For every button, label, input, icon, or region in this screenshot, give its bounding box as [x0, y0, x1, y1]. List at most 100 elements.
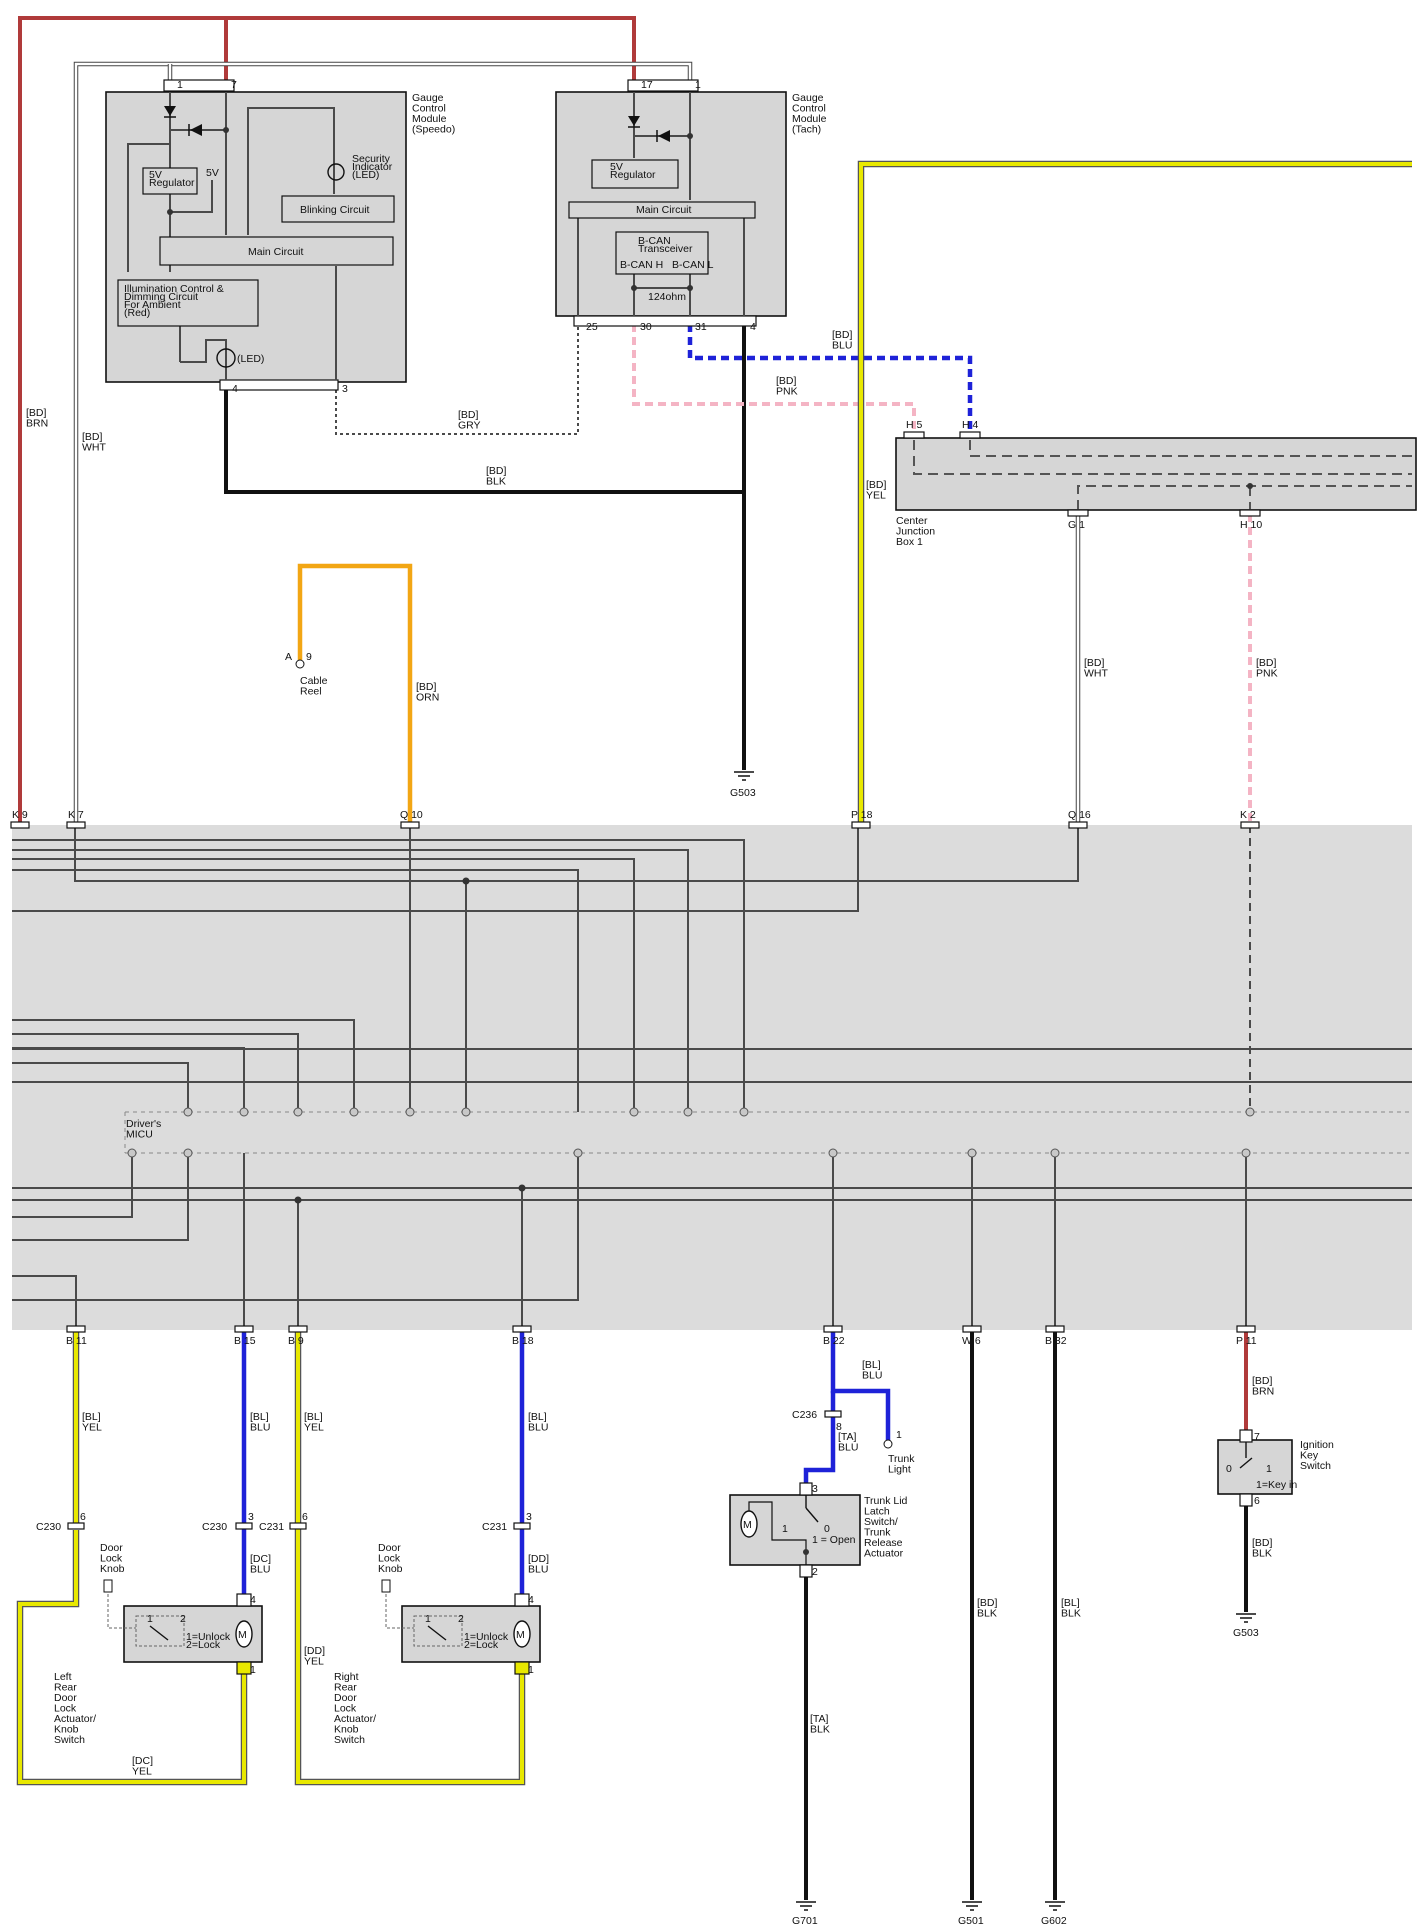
svg-text:[BL]BLU: [BL]BLU [250, 1411, 270, 1434]
svg-text:[BL]BLK: [BL]BLK [1061, 1597, 1081, 1620]
svg-text:Q 16: Q 16 [1068, 809, 1091, 821]
svg-text:6: 6 [302, 1511, 308, 1523]
svg-text:Q 10: Q 10 [400, 809, 423, 821]
svg-text:4: 4 [250, 1594, 256, 1606]
svg-text:1: 1 [177, 79, 183, 91]
svg-text:3: 3 [812, 1483, 818, 1495]
svg-text:K 7: K 7 [68, 809, 84, 821]
svg-text:M: M [516, 1629, 525, 1641]
svg-text:K 2: K 2 [1240, 809, 1256, 821]
svg-text:B 11: B 11 [66, 1335, 87, 1347]
svg-text:5V: 5V [206, 167, 219, 179]
svg-text:[DD]YEL: [DD]YEL [304, 1645, 325, 1668]
svg-text:[BL]YEL: [BL]YEL [304, 1411, 324, 1434]
micu-body [12, 825, 1412, 1330]
svg-text:[BL]BLU: [BL]BLU [528, 1411, 548, 1434]
svg-text:B-CAN H: B-CAN H [620, 259, 663, 271]
svg-text:Blinking Circuit: Blinking Circuit [300, 204, 370, 216]
svg-text:1: 1 [1266, 1463, 1272, 1475]
svg-text:H 5: H 5 [906, 419, 923, 431]
svg-text:B 9: B 9 [288, 1335, 304, 1347]
svg-text:9: 9 [306, 651, 312, 663]
svg-text:[BD]BLK: [BD]BLK [977, 1597, 998, 1620]
svg-text:6: 6 [80, 1511, 86, 1523]
svg-text:7: 7 [231, 79, 237, 91]
svg-text:3: 3 [248, 1511, 254, 1523]
svg-text:C236: C236 [792, 1409, 817, 1421]
svg-text:[BD]WHT: [BD]WHT [1084, 657, 1108, 680]
svg-text:[BD]BRN: [BD]BRN [26, 407, 48, 430]
svg-text:G 1: G 1 [1068, 519, 1085, 531]
svg-text:M: M [238, 1629, 247, 1641]
svg-text:2: 2 [180, 1613, 186, 1625]
svg-text:C230: C230 [202, 1521, 227, 1533]
micu-test-points [127, 1107, 1255, 1158]
svg-text:H 10: H 10 [1240, 519, 1262, 531]
svg-text:C231: C231 [259, 1521, 284, 1533]
svg-text:W 6: W 6 [962, 1335, 981, 1347]
wire-bd-yel [859, 162, 1412, 825]
svg-text:B 18: B 18 [512, 1335, 534, 1347]
wire-bd-blu-can [687, 324, 973, 434]
top-harness [18, 16, 1412, 825]
svg-text:[BD]WHT: [BD]WHT [82, 431, 106, 454]
ground-g503-top: G503 [730, 771, 756, 799]
svg-text:G501: G501 [958, 1915, 984, 1926]
svg-text:1: 1 [250, 1664, 256, 1676]
svg-text:C230: C230 [36, 1521, 61, 1533]
top-wire-labels: [BD]BRN [BD]WHT [BD]GRY [BD]BLK [BD]BLU … [26, 329, 1278, 704]
svg-text:B-CAN L: B-CAN L [672, 259, 714, 271]
wire-bd-brn [18, 16, 636, 825]
svg-text:[BL]BLU: [BL]BLU [862, 1359, 882, 1382]
svg-text:(LED): (LED) [237, 353, 264, 365]
svg-text:1: 1 [528, 1664, 534, 1676]
svg-text:1: 1 [695, 79, 701, 91]
svg-text:[DC]BLU: [DC]BLU [250, 1553, 271, 1576]
svg-text:K 9: K 9 [12, 809, 28, 821]
svg-text:[TA]BLU: [TA]BLU [838, 1431, 858, 1454]
svg-text:4: 4 [232, 383, 238, 395]
micu-bottom-connectors: B 11 B 15 B 9 B 18 B 22 W 6 B 32 P 11 [66, 1325, 1257, 1347]
svg-text:H 4: H 4 [962, 419, 979, 431]
svg-text:M: M [743, 1519, 752, 1531]
bottom-grounds: G701 G501 G602 G503 [792, 1613, 1259, 1926]
svg-text:124ohm: 124ohm [648, 291, 686, 303]
micu-top-connectors: K 9 K 7 Q 10 P 18 Q 16 K 2 [10, 809, 1260, 829]
wire-bd-orn [297, 563, 413, 825]
svg-text:8: 8 [836, 1421, 842, 1433]
svg-text:[BD]BLK: [BD]BLK [486, 465, 507, 488]
svg-text:[BD]BRN: [BD]BRN [1252, 1375, 1274, 1398]
svg-text:G602: G602 [1041, 1915, 1067, 1926]
svg-text:25: 25 [586, 321, 598, 333]
svg-text:P 11: P 11 [1236, 1335, 1257, 1347]
svg-text:6: 6 [1254, 1495, 1260, 1507]
svg-text:[BD]ORN: [BD]ORN [416, 681, 439, 704]
svg-text:B 15: B 15 [234, 1335, 256, 1347]
svg-text:Main Circuit: Main Circuit [248, 246, 304, 258]
svg-text:B 22: B 22 [823, 1335, 845, 1347]
bottom-wire-labels: [BL]YEL [BL]BLU [BL]YEL [BL]BLU [DC]BLU … [82, 1359, 1274, 1778]
wire-bd-blk [224, 384, 746, 770]
svg-text:30: 30 [640, 321, 652, 333]
svg-text:7: 7 [1254, 1431, 1260, 1443]
svg-text:[BL]YEL: [BL]YEL [82, 1411, 102, 1434]
svg-text:G503: G503 [1233, 1627, 1259, 1639]
svg-text:[BD]PNK: [BD]PNK [776, 375, 798, 398]
svg-text:31: 31 [695, 321, 707, 333]
